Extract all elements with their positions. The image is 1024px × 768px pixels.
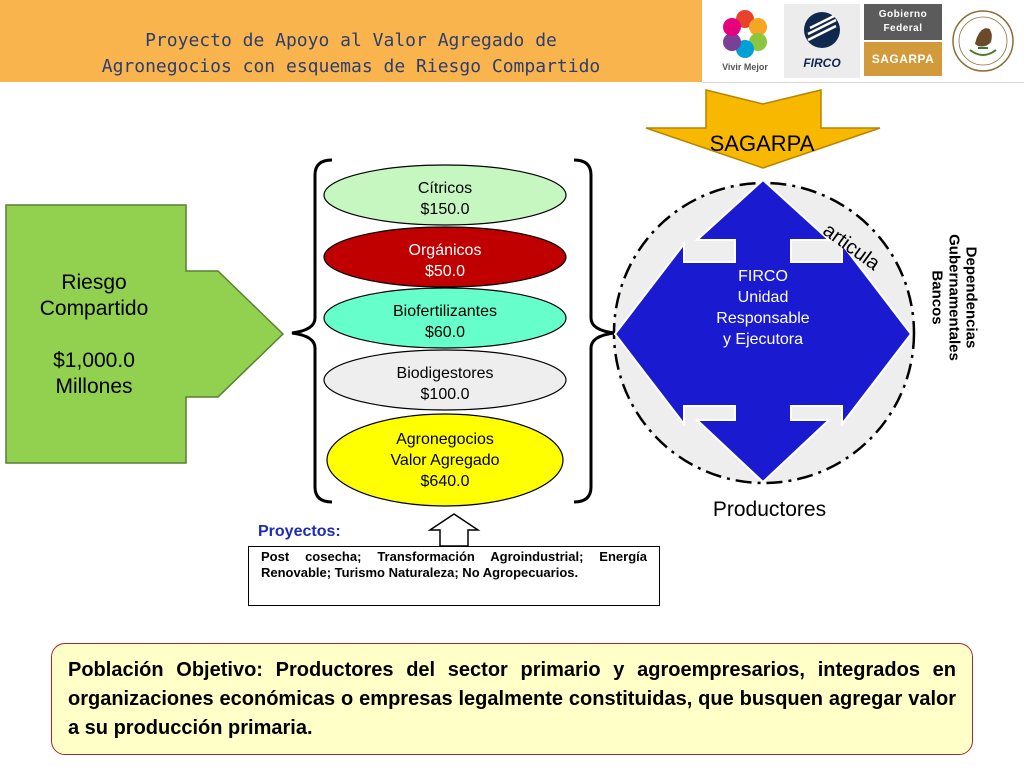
- dependencias-line-3: Bancos: [928, 270, 946, 325]
- mexican-coat-of-arms-icon: [948, 4, 1018, 78]
- page-title-line-1: Proyecto de Apoyo al Valor Agregado de: [145, 30, 557, 51]
- organicos-name: Orgánicos: [408, 242, 482, 259]
- productores-label: Productores: [712, 498, 827, 521]
- vivir-mejor-flower-icon: [723, 10, 767, 58]
- biofertilizantes-amount: $60.0: [424, 324, 466, 341]
- citricos-name: Cítricos: [417, 180, 473, 197]
- header-banner: Proyecto de Apoyo al Valor Agregado de A…: [0, 0, 702, 82]
- ellipse-citricos: [323, 164, 567, 226]
- riesgo-line-1: Riesgo: [61, 271, 127, 294]
- firco-line-2: Unidad: [737, 289, 789, 306]
- riesgo-amount-unit: Millones: [55, 375, 133, 398]
- poblacion-objetivo-box: Población Objetivo: Productores del sect…: [51, 643, 973, 755]
- firco-label: FIRCO Unidad Responsable y Ejecutora: [692, 266, 834, 350]
- riesgo-amount: $1,000.0: [53, 349, 135, 372]
- biodigestores-amount: $100.0: [420, 386, 470, 403]
- proyectos-box: Post cosecha; Transformación Agroindustr…: [248, 546, 660, 606]
- ellipse-biodigestores: [323, 349, 567, 411]
- proyectos-up-arrow: [427, 513, 481, 547]
- ellipse-biofertilizantes: [323, 287, 567, 349]
- riesgo-line-2: Compartido: [39, 297, 149, 320]
- vivir-mejor-label: Vivir Mejor: [722, 62, 768, 72]
- logo-strip: Vivir Mejor FIRCO Gobierno Federal SAGAR…: [702, 0, 1024, 83]
- dependencias-line-2: Gubernamentales: [945, 234, 963, 361]
- biodigestores-label: Biodigestores $100.0: [345, 363, 545, 405]
- page-title-line-2: Agronegocios con esquemas de Riesgo Comp…: [101, 56, 601, 77]
- diagram-canvas: [5, 89, 916, 547]
- sagarpa-label: SAGARPA: [709, 131, 815, 156]
- organicos-amount: $50.0: [424, 263, 466, 280]
- page-title: Proyecto de Apoyo al Valor Agregado de A…: [0, 28, 702, 80]
- sagarpa-arrow: [645, 89, 881, 169]
- agronegocios-label: Agronegocios Valor Agregado $640.0: [345, 429, 545, 492]
- firco-four-way-arrow: [613, 178, 913, 484]
- federal-label: Federal: [883, 23, 923, 34]
- dependencias-line-1: Dependencias: [962, 246, 980, 349]
- firco-line-3: Responsable: [716, 310, 810, 327]
- vivir-mejor-logo: Vivir Mejor: [710, 4, 780, 78]
- riesgo-compartido-arrow: [5, 204, 285, 464]
- citricos-amount: $150.0: [420, 201, 470, 218]
- sagarpa-logo-label: SAGARPA: [864, 42, 942, 76]
- biofertilizantes-label: Biofertilizantes $60.0: [345, 301, 545, 343]
- agronegocios-name: Agronegocios: [396, 431, 494, 448]
- gobierno-label: Gobierno: [878, 9, 928, 20]
- agronegocios-amount: $640.0: [420, 473, 470, 490]
- right-bracket: [573, 158, 615, 504]
- left-bracket: [291, 158, 333, 504]
- firco-line-1: FIRCO: [738, 268, 788, 285]
- firco-line-4: y Ejecutora: [722, 331, 804, 348]
- proyectos-label: Proyectos:: [258, 523, 341, 540]
- ellipse-agronegocios: [326, 413, 564, 507]
- ellipse-organicos: [323, 226, 567, 288]
- firco-logo: FIRCO: [784, 4, 860, 78]
- biofertilizantes-name: Biofertilizantes: [392, 303, 498, 320]
- agronegocios-name-2: Valor Agregado: [390, 452, 500, 469]
- biodigestores-name: Biodigestores: [396, 365, 494, 382]
- gobierno-federal-sagarpa-logo: Gobierno Federal SAGARPA: [864, 4, 942, 78]
- citricos-label: Cítricos $150.0: [345, 178, 545, 220]
- organicos-label: Orgánicos $50.0: [345, 240, 545, 282]
- firco-emblem-icon: [804, 12, 840, 48]
- riesgo-compartido-label: Riesgo Compartido $1,000.0 Millones: [6, 270, 182, 400]
- firco-logo-label: FIRCO: [803, 56, 841, 70]
